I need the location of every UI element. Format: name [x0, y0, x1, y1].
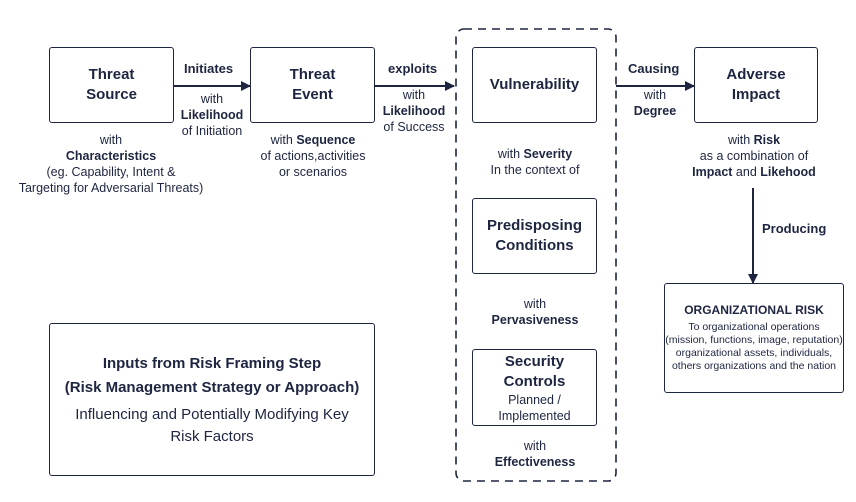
- security-controls-line2: Controls: [503, 372, 566, 390]
- org-risk-line1: To organizational operations: [688, 321, 820, 333]
- vulnerability-severity: with Severity In the context of: [462, 146, 608, 178]
- risk-framing-line2: (Risk Management Strategy or Approach): [64, 378, 360, 396]
- security-controls-line1: Security: [504, 352, 565, 370]
- impact-risk: with Risk as a combination of Impact and…: [676, 132, 832, 180]
- source-characteristics-bold: Characteristics: [65, 149, 157, 163]
- initiates-rest: of Initiation: [181, 124, 243, 138]
- org-risk-line3: organizational assets, individuals,: [675, 347, 833, 359]
- controls-effectiveness-bold: Effectiveness: [494, 455, 576, 469]
- organizational-risk-body: To organizational operations (mission, f…: [665, 321, 842, 373]
- exploits-likelihood-bold: Likelihood: [382, 104, 446, 118]
- risk-framing-box: Inputs from Risk Framing Step (Risk Mana…: [49, 323, 375, 476]
- event-sequence: with Sequence of actions,activities or s…: [248, 132, 378, 180]
- adverse-impact-line2: Impact: [731, 86, 781, 103]
- impact-and: and: [732, 165, 761, 179]
- impact-line2: as a combination of: [699, 149, 809, 163]
- threat-source-title: Threat Source: [86, 65, 137, 105]
- vuln-with: with: [497, 147, 524, 161]
- predisposing-line1: Predisposing: [486, 217, 583, 234]
- exploits-rest: of Success: [383, 120, 445, 134]
- predisposing-with: with: [523, 297, 547, 311]
- predisposing-conditions-title: Predisposing Conditions: [487, 216, 582, 256]
- causing-degree: with Degree: [622, 87, 688, 119]
- initiates-label: Initiates: [184, 61, 234, 76]
- causing-degree-bold: Degree: [633, 104, 677, 118]
- vulnerability-box: Vulnerability: [472, 47, 597, 123]
- security-controls-status: Planned / Implemented: [498, 392, 570, 424]
- impact-risk-bold: Risk: [753, 133, 781, 147]
- adverse-impact-line1: Adverse: [726, 66, 786, 83]
- organizational-risk-box: ORGANIZATIONAL RISK To organizational op…: [664, 283, 844, 393]
- vuln-line2: In the context of: [490, 163, 580, 177]
- threat-source-line1: Threat: [88, 66, 135, 83]
- producing-label: Producing: [762, 221, 827, 236]
- threat-event-title: Threat Event: [290, 65, 336, 105]
- source-with: with: [99, 133, 123, 147]
- predisposing-pervasiveness: with Pervasiveness: [462, 296, 608, 328]
- source-characteristics: with Characteristics (eg. Capability, In…: [0, 132, 222, 196]
- controls-with: with: [523, 439, 547, 453]
- adverse-impact-box: Adverse Impact: [694, 47, 818, 123]
- risk-framing-description: Influencing and Potentially Modifying Ke…: [75, 404, 349, 448]
- security-controls-box: Security Controls Planned / Implemented: [472, 349, 597, 426]
- risk-framing-line4: Risk Factors: [170, 427, 254, 445]
- predisposing-pervasiveness-bold: Pervasiveness: [491, 313, 579, 327]
- causing-label: Causing: [628, 61, 680, 76]
- predisposing-line2: Conditions: [495, 237, 574, 254]
- initiates-likelihood: with Likelihood of Initiation: [170, 91, 254, 139]
- org-risk-line2: (mission, functions, image, reputation): [665, 334, 843, 346]
- risk-framing-line1: Inputs from Risk Framing Step: [102, 354, 322, 372]
- threat-event-box: Threat Event: [250, 47, 375, 123]
- initiates-with: with: [200, 92, 224, 106]
- threat-source-box: Threat Source: [49, 47, 174, 123]
- impact-impact-bold: Impact: [692, 165, 733, 179]
- organizational-risk-title: ORGANIZATIONAL RISK: [684, 303, 824, 317]
- threat-event-line2: Event: [292, 86, 333, 103]
- threat-source-line2: Source: [86, 86, 137, 103]
- vuln-severity-bold: Severity: [523, 147, 573, 161]
- risk-framing-line3: Influencing and Potentially Modifying Ke…: [75, 405, 349, 423]
- adverse-impact-title: Adverse Impact: [726, 65, 785, 105]
- source-line4: Targeting for Adversarial Threats): [18, 181, 204, 195]
- predisposing-conditions-box: Predisposing Conditions: [472, 198, 597, 274]
- org-risk-line4: others organizations and the nation: [671, 360, 837, 372]
- exploits-likelihood: with Likelihood of Success: [374, 87, 454, 135]
- vulnerability-group-border: [455, 28, 617, 482]
- event-line2: of actions,activities: [260, 149, 366, 163]
- security-controls-sub1: Planned /: [508, 392, 561, 407]
- security-controls-sub2: Implemented: [498, 408, 571, 423]
- vulnerability-title: Vulnerability: [489, 76, 580, 93]
- initiates-likelihood-bold: Likelihood: [180, 108, 244, 122]
- impact-with: with: [727, 133, 754, 147]
- exploits-label: exploits: [388, 61, 438, 76]
- source-line3: (eg. Capability, Intent &: [46, 165, 176, 179]
- event-with: with: [270, 133, 297, 147]
- causing-with: with: [643, 88, 667, 102]
- impact-likehood-bold: Likehood: [760, 165, 816, 179]
- event-sequence-bold: Sequence: [296, 133, 356, 147]
- controls-effectiveness: with Effectiveness: [462, 438, 608, 470]
- event-line3: or scenarios: [278, 165, 348, 179]
- risk-framing-heading: Inputs from Risk Framing Step (Risk Mana…: [65, 352, 360, 400]
- threat-event-line1: Threat: [289, 66, 336, 83]
- security-controls-title: Security Controls: [504, 352, 566, 392]
- exploits-with: with: [402, 88, 426, 102]
